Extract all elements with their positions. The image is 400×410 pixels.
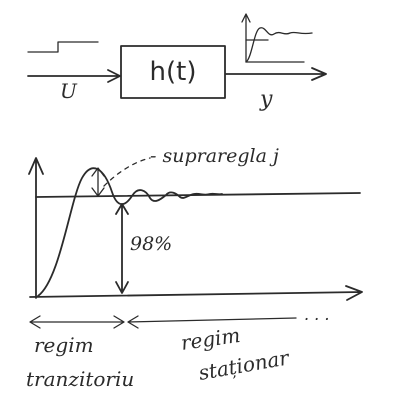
settling-arrow — [115, 203, 129, 294]
output-response-sketch — [241, 13, 313, 63]
input-label: U — [60, 79, 78, 103]
input-arrow — [27, 69, 121, 83]
x-axis — [29, 285, 363, 301]
transient-label-line2: tranzitoriu — [26, 367, 134, 391]
output-arrow — [225, 67, 327, 81]
y-axis — [28, 157, 44, 299]
response-curve — [37, 167, 223, 297]
input-step-sketch — [27, 41, 99, 53]
transient-label-line1: regim — [34, 333, 94, 357]
block-label: h(t) — [150, 57, 197, 87]
steady-label-line1: regim — [179, 323, 241, 355]
steady-span-arrow — [127, 315, 297, 329]
output-label: y — [259, 87, 273, 112]
block-diagram: U h(t) y — [27, 13, 327, 112]
transient-span-arrow — [29, 315, 125, 329]
percent-label: 98% — [130, 233, 172, 255]
overshoot-arrow — [91, 167, 105, 197]
steady-state-line — [35, 192, 361, 198]
steady-label-line2: staționar — [197, 345, 292, 385]
overshoot-leader — [103, 157, 151, 187]
response-plot: - supraregla j 98% . . . regim tranzitor… — [26, 145, 363, 391]
overshoot-label: - supraregla j — [150, 145, 279, 167]
transfer-block — [120, 45, 226, 99]
continuation-dots: . . . — [304, 305, 329, 324]
